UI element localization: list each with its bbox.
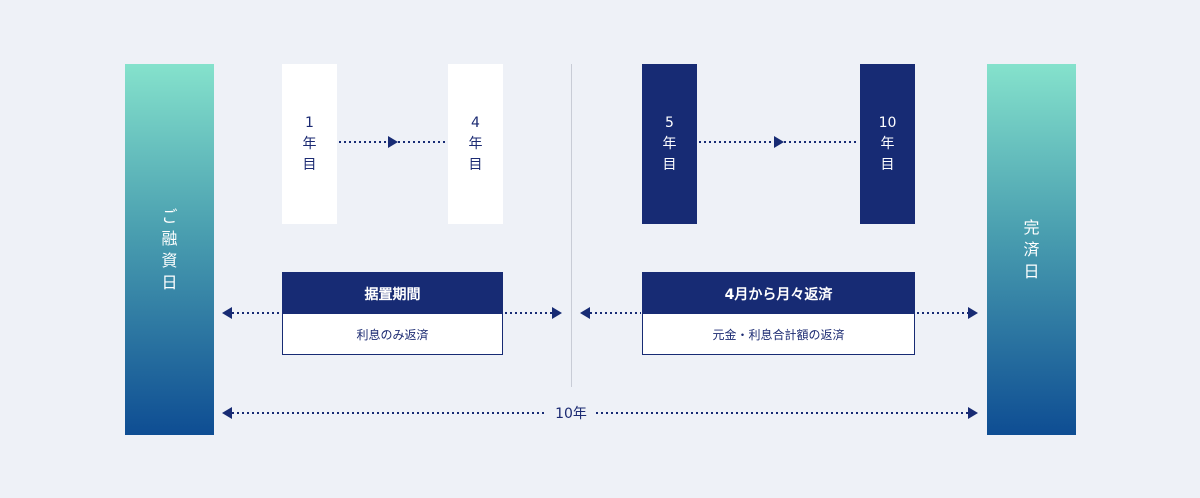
year-4-number: 4: [471, 114, 480, 131]
year-4-box: 4 年 目: [448, 64, 503, 224]
repayment-period-title: 4月から月々返済: [643, 273, 914, 314]
arrow-right-head-icon: [774, 136, 784, 148]
completion-date-char: 日: [1023, 261, 1040, 281]
year-10-char: 年: [880, 135, 895, 152]
completion-date-label: 完 済 日: [1023, 217, 1039, 283]
deferment-period-subtitle: 利息のみ返済: [356, 327, 429, 342]
loan-date-label: ご 融 資 日: [161, 206, 177, 294]
arrow-left-head-icon: [222, 407, 232, 419]
loan-date-char: 融: [161, 228, 178, 248]
loan-date-char: 資: [161, 250, 178, 270]
year-5-char: 目: [662, 156, 677, 173]
year-5-box: 5 年 目: [642, 64, 697, 224]
year-1-number: 1: [305, 114, 314, 131]
arrow-right-head-icon: [552, 307, 562, 319]
completion-date-char: 済: [1023, 239, 1040, 259]
loan-date-char: 日: [161, 272, 178, 292]
year-5-char: 年: [662, 135, 677, 152]
year-1-box: 1 年 目: [282, 64, 337, 224]
deferment-period-box: 据置期間 利息のみ返済: [282, 272, 503, 355]
loan-date-char: ご: [161, 206, 178, 226]
completion-date-bar: 完 済 日: [987, 64, 1076, 435]
repayment-period-subtitle: 元金・利息合計額の返済: [712, 327, 845, 342]
arrow-right-head-icon: [968, 407, 978, 419]
year-5-number: 5: [665, 114, 674, 131]
deferment-period-title: 据置期間: [283, 273, 502, 314]
arrow-left-head-icon: [222, 307, 232, 319]
arrow-right-head-icon: [968, 307, 978, 319]
year-4-char: 目: [468, 156, 483, 173]
arrow-right-head-icon: [388, 136, 398, 148]
loan-date-bar: ご 融 資 日: [125, 64, 214, 435]
year-10-char: 目: [880, 156, 895, 173]
repayment-period-box: 4月から月々返済 元金・利息合計額の返済: [642, 272, 915, 355]
year-1-char: 目: [302, 156, 317, 173]
year-1-char: 年: [302, 135, 317, 152]
completion-date-char: 完: [1023, 217, 1040, 237]
arrow-left-head-icon: [580, 307, 590, 319]
year-10-number: 10: [878, 114, 897, 131]
year-10-box: 10 年 目: [860, 64, 915, 224]
phase-divider: [571, 64, 572, 387]
year-4-char: 年: [468, 135, 483, 152]
total-period-label: 10年: [548, 403, 594, 423]
